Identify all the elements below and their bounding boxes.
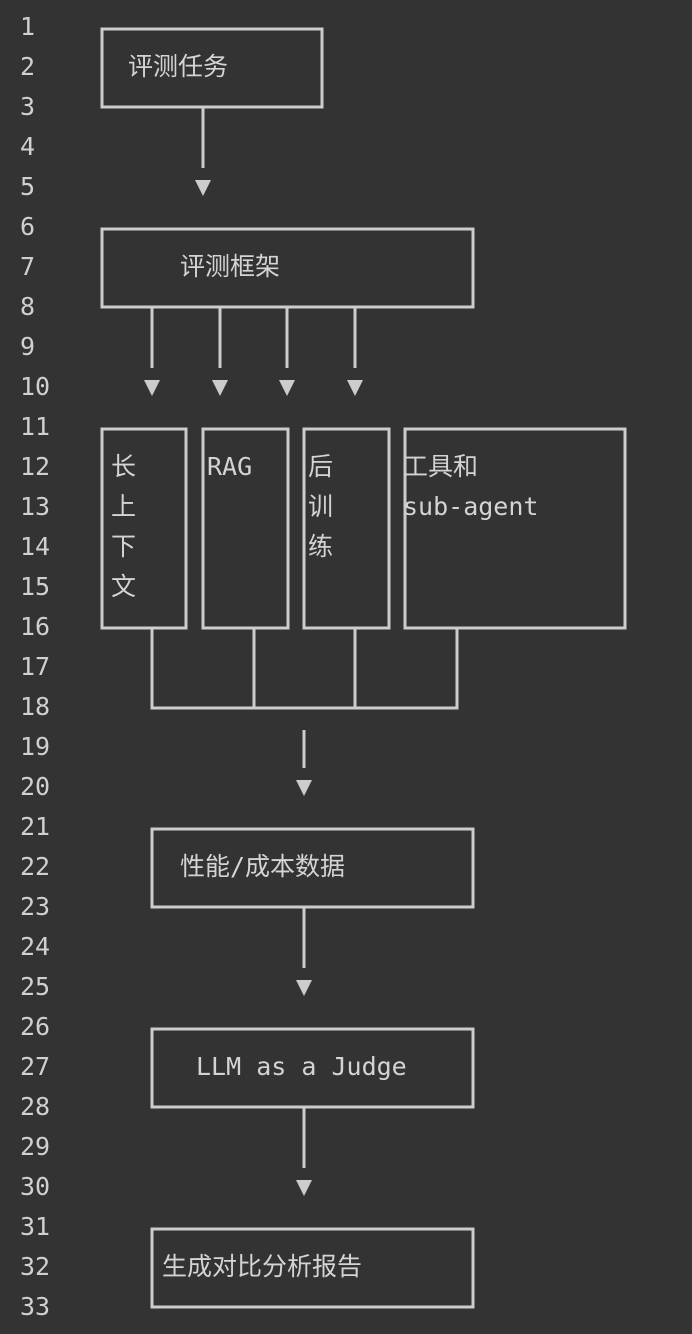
post-training-char: 训 bbox=[308, 492, 334, 521]
box-rag bbox=[201, 427, 290, 630]
line-number: 7 bbox=[20, 252, 36, 281]
line-number: 18 bbox=[20, 692, 51, 721]
arrow-down-icon bbox=[279, 380, 295, 396]
arrow-down-icon bbox=[347, 380, 363, 396]
box-long-context bbox=[100, 427, 188, 630]
rag-label: RAG bbox=[207, 452, 253, 481]
line-number: 25 bbox=[20, 972, 51, 1001]
line-number: 17 bbox=[20, 652, 51, 681]
line-number: 3 bbox=[20, 92, 36, 121]
line-number: 16 bbox=[20, 612, 51, 641]
post-training-char: 后 bbox=[308, 452, 334, 481]
line-number: 13 bbox=[20, 492, 51, 521]
tools-label: 工具和 bbox=[403, 452, 479, 481]
line-number: 6 bbox=[20, 212, 36, 241]
line-number: 33 bbox=[20, 1292, 51, 1321]
box-tools bbox=[403, 427, 627, 630]
report-label: 生成对比分析报告 bbox=[162, 1252, 363, 1281]
line-number: 22 bbox=[20, 852, 51, 881]
line-number: 9 bbox=[20, 332, 36, 361]
line-number: 5 bbox=[20, 172, 36, 201]
box-judge bbox=[150, 1027, 475, 1109]
arrow-down-icon bbox=[296, 980, 312, 996]
line-number: 20 bbox=[20, 772, 51, 801]
framework-label: 评测框架 bbox=[180, 252, 281, 281]
task-label: 评测任务 bbox=[128, 52, 229, 81]
line-number: 10 bbox=[20, 372, 51, 401]
line-number: 23 bbox=[20, 892, 51, 921]
line-number: 19 bbox=[20, 732, 51, 761]
line-number: 24 bbox=[20, 932, 51, 961]
line-number: 12 bbox=[20, 452, 51, 481]
line-number: 27 bbox=[20, 1052, 51, 1081]
box-framework bbox=[100, 227, 475, 309]
arrow-down-icon bbox=[195, 180, 211, 196]
line-number: 14 bbox=[20, 532, 51, 561]
long-context-char: 上 bbox=[111, 492, 137, 521]
line-number: 21 bbox=[20, 812, 51, 841]
merge-connector bbox=[150, 629, 459, 710]
long-context-char: 长 bbox=[111, 452, 137, 481]
box-perf-cost bbox=[150, 827, 475, 909]
long-context-char: 下 bbox=[111, 532, 137, 561]
line-number: 15 bbox=[20, 572, 51, 601]
line-number: 8 bbox=[20, 292, 36, 321]
box-post-training bbox=[302, 427, 391, 630]
judge-label: LLM as a Judge bbox=[196, 1052, 407, 1081]
arrow-down-icon bbox=[212, 380, 228, 396]
tools-label: sub-agent bbox=[403, 492, 539, 521]
arrow-down-icon bbox=[144, 380, 160, 396]
line-number: 2 bbox=[20, 52, 36, 81]
box-task bbox=[100, 27, 324, 109]
line-number: 29 bbox=[20, 1132, 51, 1161]
long-context-char: 文 bbox=[111, 572, 137, 601]
line-number: 32 bbox=[20, 1252, 51, 1281]
line-number: 26 bbox=[20, 1012, 51, 1041]
box-report bbox=[150, 1227, 475, 1309]
line-number: 1 bbox=[20, 12, 36, 41]
arrow-down-icon bbox=[296, 1180, 312, 1196]
line-number: 11 bbox=[20, 412, 51, 441]
line-number: 31 bbox=[20, 1212, 51, 1241]
line-number: 4 bbox=[20, 132, 36, 161]
arrow-down-icon bbox=[296, 780, 312, 796]
post-training-char: 练 bbox=[308, 532, 334, 561]
line-number: 28 bbox=[20, 1092, 51, 1121]
line-number: 30 bbox=[20, 1172, 51, 1201]
perf-cost-label: 性能/成本数据 bbox=[180, 852, 346, 881]
